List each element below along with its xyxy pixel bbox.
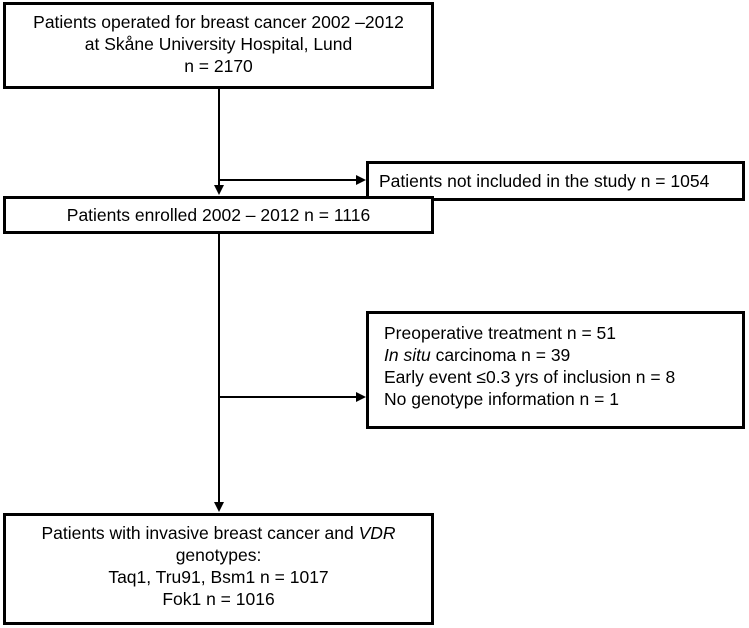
box-exclusions: Preoperative treatment n = 51 In situ ca… xyxy=(366,311,745,429)
in-situ-rest: carcinoma n = 39 xyxy=(430,345,571,365)
box-operated-patients: Patients operated for breast cancer 2002… xyxy=(3,2,434,89)
box-final-cohort: Patients with invasive breast cancer and… xyxy=(3,513,434,625)
vdr-italic: VDR xyxy=(358,523,396,543)
box-enrolled: Patients enrolled 2002 – 2012 n = 1116 xyxy=(3,196,434,234)
final-title: Patients with invasive breast cancer and… xyxy=(6,522,431,544)
final-genotypes-label: genotypes: xyxy=(175,545,262,565)
final-title-pre: Patients with invasive breast cancer and xyxy=(41,523,359,543)
not-included-text: Patients not included in the study n = 1… xyxy=(379,171,710,191)
enrolled-text: Patients enrolled 2002 – 2012 n = 1116 xyxy=(66,205,371,225)
exclusion-early-event: Early event ≤0.3 yrs of inclusion n = 8 xyxy=(384,367,676,387)
operated-title: Patients operated for breast cancer 2002… xyxy=(33,12,404,32)
operated-count: n = 2170 xyxy=(184,56,253,76)
exclusion-preoperative: Preoperative treatment n = 51 xyxy=(384,323,617,343)
final-taq-count: Taq1, Tru91, Bsm1 n = 1017 xyxy=(108,567,329,587)
operated-hospital: at Skåne University Hospital, Lund xyxy=(84,34,353,54)
final-fok-count: Fok1 n = 1016 xyxy=(162,589,275,609)
in-situ-italic: In situ xyxy=(384,345,431,365)
box-not-included: Patients not included in the study n = 1… xyxy=(366,161,745,201)
exclusion-in-situ: In situ carcinoma n = 39 xyxy=(384,344,742,366)
exclusion-no-genotype: No genotype information n = 1 xyxy=(384,389,619,409)
